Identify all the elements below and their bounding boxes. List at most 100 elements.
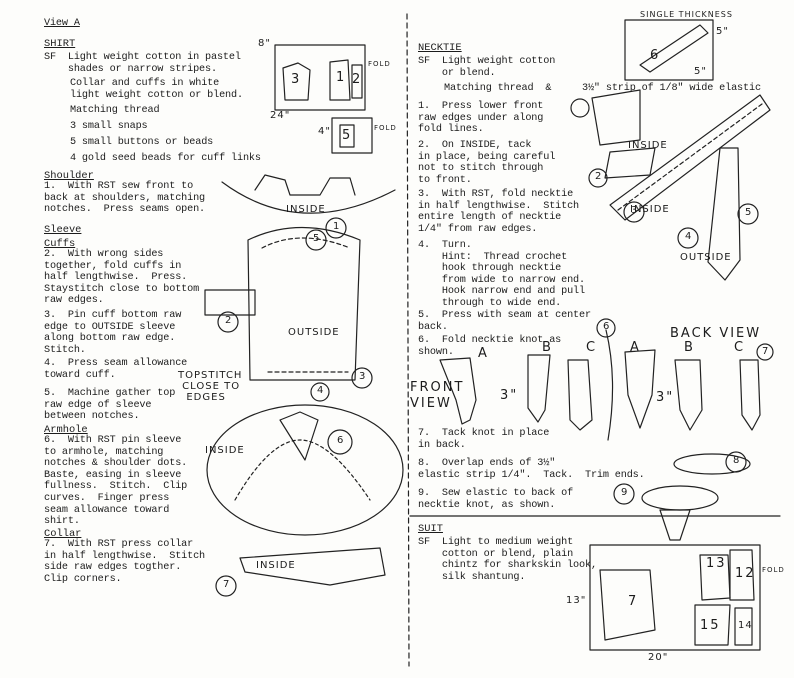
step-num-2: 2	[225, 315, 233, 326]
label-fold-2: FOLD	[374, 124, 397, 132]
collar-step-7: 7. With RST press collar in half lengthw…	[44, 539, 206, 585]
label-3in: 3"	[500, 388, 519, 403]
shoulder-seam-drawing	[254, 174, 356, 196]
sleeve-step-4: 4. Press seam allowance toward cuff.	[44, 358, 188, 381]
shirt-piece-2	[351, 64, 363, 99]
label-4in: 4"	[318, 126, 331, 137]
tie-step-num-7: 7	[762, 346, 770, 357]
knot-letter-c-front: C	[586, 340, 598, 355]
step-num-7: 7	[223, 579, 231, 590]
shirt-snaps: 3 small snaps	[70, 121, 148, 132]
suit-piece-15	[694, 604, 731, 646]
suit-piece-12	[729, 549, 755, 601]
label-20in: 20"	[648, 652, 669, 663]
necktie-long-fold	[609, 94, 771, 221]
knot-letter-c-back: C	[734, 340, 746, 355]
knot-with-elastic	[659, 509, 691, 541]
sleeve-piece	[247, 227, 361, 381]
shoulder-dot	[279, 411, 319, 461]
necktie-piece-6	[639, 24, 709, 73]
label-topstitch: TOPSTITCH CLOSE TO EDGES	[178, 370, 243, 403]
necktie-step-4: 4. Turn. Hint: Thread crochet hook throu…	[418, 240, 585, 309]
sleeve-step-5: 5. Machine gather top raw edge of sleeve…	[44, 388, 176, 423]
tie-step-1-circle	[570, 98, 590, 118]
knot-a-back	[624, 349, 656, 429]
shirt-collar-fabric: Collar and cuffs in white light weight c…	[70, 78, 243, 101]
tie-step-num-5: 5	[745, 207, 753, 218]
shirt-piece-1	[329, 59, 351, 101]
tie-step-num-3: 3	[631, 205, 639, 216]
tie-step-6-circle	[596, 318, 616, 338]
necktie-heading: NECKTIE	[418, 42, 462, 54]
necktie-step-8: 8. Overlap ends of 3½" elastic strip 1/4…	[418, 458, 645, 481]
knot-letter-b-back: B	[684, 340, 695, 355]
shoulder-circle	[221, 181, 396, 214]
label-inside-collar: INSIDE	[256, 560, 296, 571]
tie-step-4-circle	[677, 227, 699, 249]
step-4-circle	[310, 382, 330, 402]
step-num-4: 4	[317, 385, 325, 396]
knot-letter-a-back: A	[630, 340, 641, 355]
knot-letter-b-front: B	[542, 340, 553, 355]
tie-end-1	[591, 89, 641, 146]
necktie-step-2: 2. On INSIDE, tack in place, being caref…	[418, 140, 556, 186]
suit-pattern-layout	[589, 544, 761, 651]
necktie-step-9: 9. Sew elastic to back of necktie knot, …	[418, 488, 574, 511]
step-5-circle	[305, 229, 327, 251]
suit-fabric: SF Light to medium weight cotton or blen…	[418, 537, 597, 583]
label-inside-armhole: INSIDE	[205, 445, 245, 456]
view-label: View A	[44, 18, 80, 29]
shirt-pattern-layout	[274, 44, 366, 111]
cuff-piece	[204, 289, 256, 316]
piece-number-6: 6	[650, 48, 661, 63]
tie-step-2-circle	[588, 168, 608, 188]
tie-step-8-circle	[725, 451, 747, 473]
collar-piece	[239, 547, 386, 586]
cuffs-step-2: 2. With wrong sides together, fold cuffs…	[44, 249, 200, 307]
label-inside-tie-2: INSIDE	[630, 204, 670, 215]
knot-b-back	[674, 359, 703, 431]
armhole-circle	[206, 404, 404, 536]
step-3-circle	[351, 367, 373, 389]
step-1-circle	[325, 217, 347, 239]
step-num-3: 3	[359, 371, 367, 382]
tie-step-9-circle	[613, 483, 635, 505]
necktie-step-6: 6. Fold necktie knot as shown.	[418, 335, 562, 358]
label-back-view: BACK VIEW	[670, 326, 762, 341]
armhole-gather	[234, 439, 371, 501]
label-outside-sleeve: OUTSIDE	[288, 327, 340, 338]
knot-c-front	[567, 359, 593, 431]
piece-number-7: 7	[628, 594, 639, 609]
label-5in: 5"	[716, 26, 729, 37]
shirt-buttons: 5 small buttons or beads	[70, 137, 214, 148]
label-single-thickness: SINGLE THICKNESS	[640, 10, 733, 19]
necktie-step-5: 5. Press with seam at center back.	[418, 310, 591, 333]
necktie-step-3: 3. With RST, fold necktie in half length…	[418, 189, 580, 235]
piece-number-12: 12	[735, 566, 756, 581]
shirt-heading: SHIRT	[44, 38, 76, 50]
label-inside-shoulder: INSIDE	[286, 204, 326, 215]
elastic-on-knot	[641, 485, 719, 511]
label-24in: 24"	[270, 110, 291, 121]
necktie-step-7: 7. Tack knot in place in back.	[418, 428, 550, 451]
shoulder-heading: Shoulder	[44, 170, 94, 182]
shirt-thread: Matching thread	[70, 105, 160, 116]
sleeve-step-3: 3. Pin cuff bottom raw edge to OUTSIDE s…	[44, 310, 182, 356]
label-5in-b: 5"	[694, 66, 707, 77]
label-outside-tie: OUTSIDE	[680, 252, 732, 263]
step-num-6: 6	[337, 435, 345, 446]
necktie-strand-6	[605, 329, 614, 441]
tie-step-num-4: 4	[685, 231, 693, 242]
tie-step-num-9: 9	[621, 487, 629, 498]
piece-number-13: 13	[706, 556, 727, 571]
piece-number-5: 5	[342, 128, 353, 143]
necktie-stitch-line	[617, 103, 763, 211]
suit-heading: SUIT	[418, 523, 443, 535]
column-divider	[406, 13, 410, 667]
shirt-piece-5	[339, 124, 355, 148]
step-num-1: 1	[333, 221, 341, 232]
suit-piece-14	[734, 607, 753, 646]
label-13in: 13"	[566, 595, 587, 606]
armhole-step-6: 6. With RST pin sleeve to armhole, match…	[44, 435, 188, 528]
